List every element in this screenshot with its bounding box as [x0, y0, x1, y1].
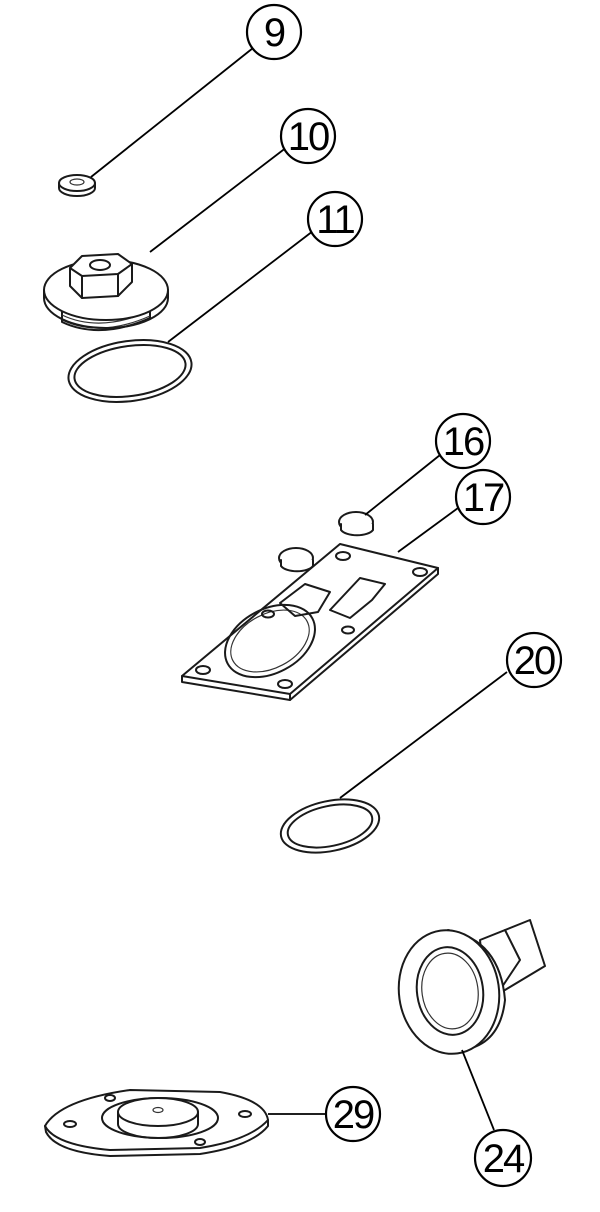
callout-20: 20: [505, 631, 563, 689]
part-11-o-ring: [67, 339, 193, 403]
leader-lines: [90, 47, 508, 1131]
callout-9-label: 9: [264, 11, 285, 55]
leader-9: [90, 47, 254, 178]
callout-16: 16: [434, 412, 492, 470]
callout-29: 29: [324, 1085, 382, 1143]
callout-24-label: 24: [483, 1137, 525, 1181]
leader-20: [339, 671, 508, 799]
callout-10-label: 10: [288, 115, 329, 159]
callout-29-label: 29: [333, 1093, 374, 1137]
leader-16: [364, 454, 441, 516]
part-10-threaded-plug: [43, 253, 169, 331]
callout-9: 9: [245, 3, 303, 61]
leader-10: [149, 146, 288, 253]
callout-17-label: 17: [463, 476, 504, 520]
part-24-duckbill-valve: [397, 919, 546, 1055]
leader-24: [461, 1049, 495, 1131]
part-20-o-ring: [279, 798, 381, 854]
callout-16-label: 16: [443, 420, 484, 464]
callout-11: 11: [306, 190, 364, 248]
callout-11-label: 11: [316, 198, 354, 242]
part-16-valve-discs: [278, 511, 374, 573]
part-17-valve-plate: [181, 543, 439, 701]
part-29-diaphragm-plate: [44, 1089, 269, 1157]
callout-24: 24: [473, 1128, 533, 1188]
leader-11: [167, 230, 314, 343]
leader-17: [397, 507, 459, 553]
callout-20-label: 20: [514, 639, 555, 683]
callout-17: 17: [454, 468, 512, 526]
callout-10: 10: [279, 107, 337, 165]
part-9-washer: [58, 174, 96, 197]
